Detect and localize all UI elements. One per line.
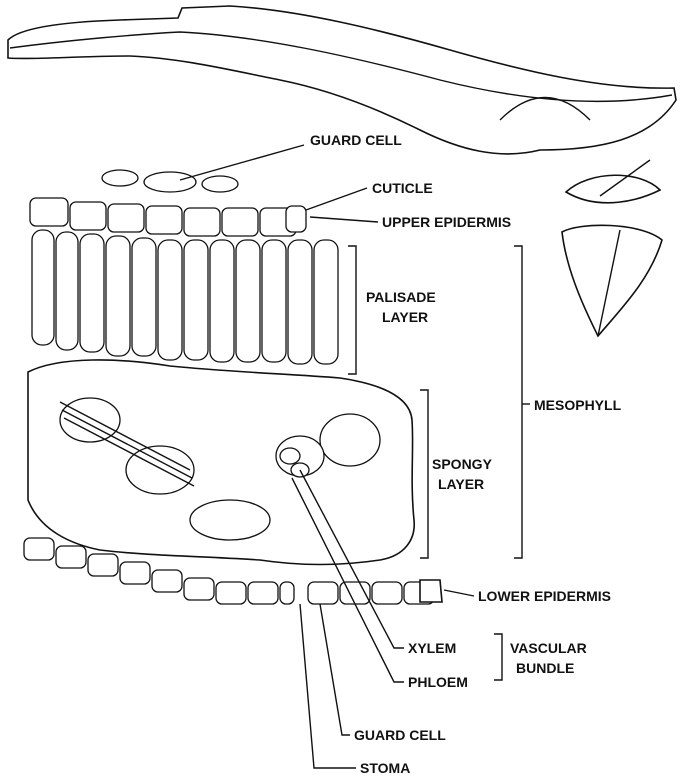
spongy-layer-cells [28,360,414,565]
upper-epidermis-cells [30,170,306,236]
label-lower-epidermis: LOWER EPIDERMIS [478,588,611,604]
label-spongy-line1: SPONGY [432,456,493,472]
label-guard-cell-top: GUARD CELL [310,132,402,148]
label-mesophyll: MESOPHYLL [534,397,622,413]
label-cuticle: CUTICLE [372,180,433,196]
label-guard-cell-bottom: GUARD CELL [354,727,446,743]
label-upper-epidermis: UPPER EPIDERMIS [382,214,511,230]
palisade-layer-cells [32,230,338,364]
label-spongy-line2: LAYER [438,476,484,492]
label-stoma: STOMA [360,760,410,776]
label-vascular-line1: VASCULAR [510,640,587,656]
label-vascular-line2: BUNDLE [516,660,574,676]
label-palisade-line2: LAYER [382,309,428,325]
label-xylem: XYLEM [408,640,456,656]
label-palisade-line1: PALISADE [366,289,436,305]
whole-leaf-icons [562,160,662,336]
label-phloem: PHLOEM [408,674,468,690]
